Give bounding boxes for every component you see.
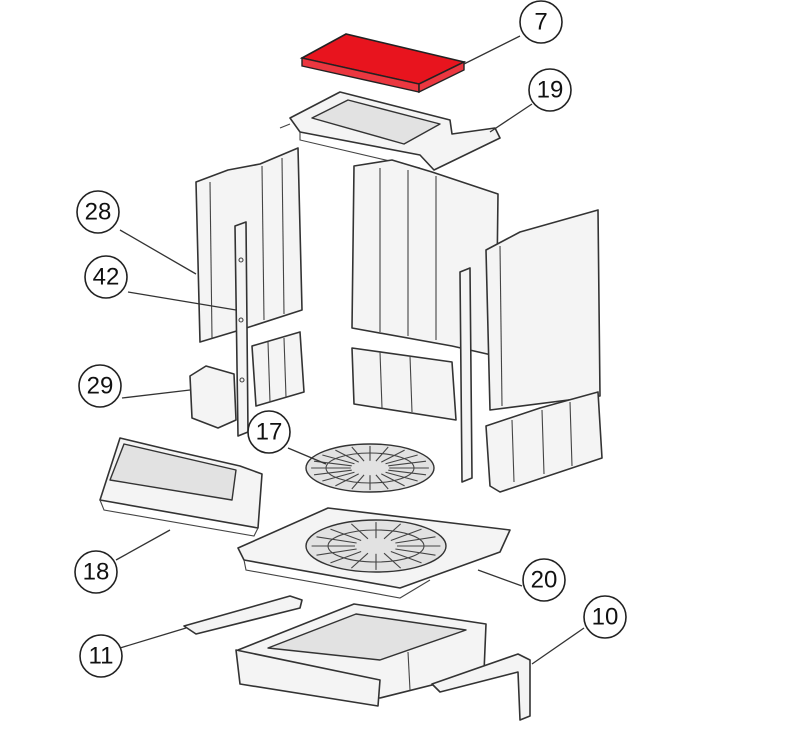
grate-spoke	[351, 474, 365, 490]
part-7-top-plate[interactable]	[299, 33, 467, 94]
grate-spoke	[388, 460, 427, 467]
part-11-ash-bar[interactable]	[183, 595, 303, 635]
grate-spoke	[351, 446, 365, 462]
grate-spoke	[335, 473, 359, 487]
grate-spoke	[383, 523, 402, 540]
callout-10-label: 10	[592, 604, 619, 631]
callout-7-label: 7	[534, 9, 547, 36]
grate-spoke	[350, 523, 369, 540]
callout-18-label: 18	[83, 559, 110, 586]
grate-spoke	[375, 474, 389, 490]
part-20-bottom-plate[interactable]	[237, 507, 511, 599]
right-side-panel[interactable]	[485, 209, 601, 411]
callout-19-label: 19	[537, 77, 564, 104]
grate-spoke	[385, 471, 418, 482]
callout-42: 42	[84, 255, 128, 299]
grate-spoke	[316, 536, 357, 544]
part-42-vertical-rail[interactable]	[234, 221, 249, 437]
grate-spoke	[388, 469, 427, 476]
part-19-top-frame[interactable]	[279, 91, 501, 171]
grate-spoke	[350, 552, 369, 569]
callout-20-label: 20	[531, 567, 558, 594]
callout-11: 11	[79, 634, 123, 678]
grate-spoke	[330, 528, 362, 542]
right-lower-brick[interactable]	[485, 391, 603, 493]
callout-29: 29	[78, 364, 122, 408]
callout-11-label: 11	[89, 643, 114, 670]
grate-spoke	[390, 528, 422, 542]
grate-spoke	[313, 469, 352, 476]
callout-17: 17	[247, 410, 291, 454]
grate-spoke	[383, 552, 402, 569]
center-vertical-rail[interactable]	[459, 267, 473, 483]
grate-spoke	[395, 536, 436, 544]
part-28-left-panel[interactable]	[195, 147, 303, 343]
callout-10: 10	[583, 595, 627, 639]
part-7-side-face	[418, 60, 465, 94]
callout-28: 28	[76, 190, 120, 234]
grate-spoke	[381, 449, 405, 463]
ash-drawer[interactable]	[235, 603, 487, 707]
part-29-lower-brick[interactable]	[189, 331, 305, 429]
grate-spoke	[316, 548, 357, 556]
callout-17-label: 17	[256, 419, 283, 446]
grate-spoke	[330, 550, 362, 564]
grate-spoke	[375, 446, 389, 462]
grate-spoke	[385, 454, 418, 465]
callout-19: 19	[528, 68, 572, 112]
grate-spoke	[395, 548, 436, 556]
leader-lines	[115, 35, 585, 665]
center-back-panel[interactable]	[351, 159, 499, 421]
callout-20: 20	[522, 558, 566, 602]
grate-spoke	[381, 473, 405, 487]
grate-spoke	[322, 454, 355, 465]
callout-42-label: 42	[93, 264, 120, 291]
callout-18: 18	[74, 550, 118, 594]
grate-spoke	[390, 550, 422, 564]
part-18-front-lip[interactable]	[99, 437, 263, 537]
grate-spoke	[322, 471, 355, 482]
callout-29-label: 29	[87, 373, 114, 400]
grate-spoke	[335, 449, 359, 463]
part-17-round-grate[interactable]	[305, 443, 435, 493]
callout-7: 7	[519, 0, 563, 44]
part-10-bracket[interactable]	[431, 653, 531, 721]
callout-28-label: 28	[85, 199, 112, 226]
